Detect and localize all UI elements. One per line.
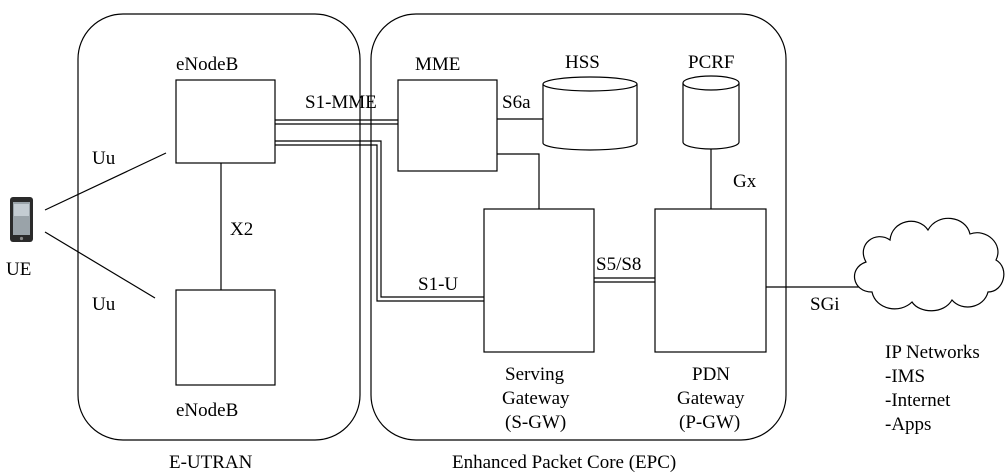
enodeb-top-box [175, 79, 276, 164]
pgw-label-2: Gateway [677, 388, 745, 409]
hss-database [542, 76, 638, 151]
eutran-caption: E-UTRAN [169, 452, 253, 473]
pcrf-database [682, 75, 740, 150]
pcrf-label: PCRF [688, 52, 734, 73]
mme-box [397, 79, 498, 172]
s1-u-link-b [275, 144, 484, 302]
uu-link-top [44, 152, 167, 211]
cloud-icon [854, 217, 1005, 312]
enodeb-top-label: eNodeB [176, 54, 238, 75]
uu-link-bottom [44, 231, 156, 299]
pgw-label-1: PDN [692, 364, 730, 385]
phone-icon [10, 197, 33, 242]
ip-networks-item-apps: -Apps [885, 414, 931, 435]
ue-label: UE [6, 259, 31, 280]
enodeb-bottom-box [175, 289, 276, 386]
gx-label: Gx [733, 171, 757, 192]
sgw-label-2: Gateway [502, 388, 570, 409]
s6a-label: S6a [502, 92, 531, 113]
enodeb-bottom-label: eNodeB [176, 400, 238, 421]
ip-networks-item-internet: -Internet [885, 390, 951, 411]
x2-label: X2 [230, 219, 253, 240]
ip-networks-title: IP Networks [885, 342, 980, 363]
epc-region [370, 13, 787, 441]
hss-label: HSS [565, 52, 600, 73]
pgw-label-3: (P-GW) [679, 412, 740, 433]
sgi-label: SGi [810, 294, 840, 315]
sgw-label-1: Serving [505, 364, 565, 385]
s1-u-label: S1-U [418, 274, 458, 295]
s5-s8-label: S5/S8 [596, 254, 641, 275]
sgw-label-3: (S-GW) [505, 412, 566, 433]
pgw-box [654, 208, 767, 353]
ip-networks-item-ims: -IMS [885, 366, 925, 387]
s1-u-link-a [275, 140, 484, 298]
epc-caption: Enhanced Packet Core (EPC) [452, 452, 676, 473]
mme-label: MME [415, 54, 460, 75]
eutran-region [77, 13, 361, 441]
mme-sgw-link [497, 153, 540, 209]
s1-mme-label: S1-MME [305, 92, 377, 113]
sgw-box [483, 208, 595, 353]
uu-label-bottom: Uu [92, 294, 116, 315]
uu-label-top: Uu [92, 148, 116, 169]
